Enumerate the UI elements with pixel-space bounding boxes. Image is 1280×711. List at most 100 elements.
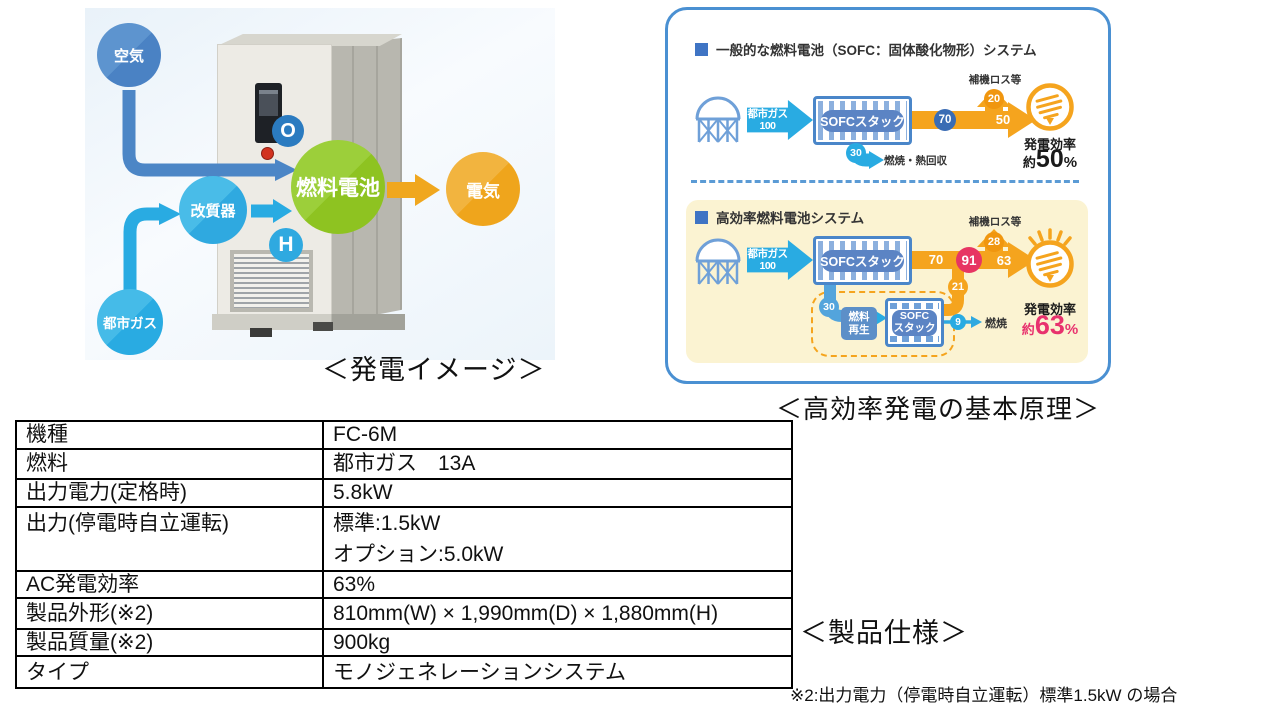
sofc-stack-label: SOFCスタック — [820, 249, 905, 272]
percent-sign: % — [1063, 154, 1078, 171]
percent-sign: % — [1064, 321, 1079, 338]
divider-dashed — [691, 180, 1079, 183]
spec-value-line2: オプション:5.0kW — [333, 543, 504, 566]
spec-label: 燃料 — [15, 448, 324, 480]
citygas-arrow-label: 都市ガス — [747, 107, 789, 120]
fuelcell-label: 燃料電池 — [296, 177, 380, 200]
fuel-cell-unit-base — [212, 314, 405, 330]
system1-title: 一般的な燃料電池（SOFC：固体酸化物形）システム — [716, 43, 1037, 58]
aux-loss-label: 補機ロス等 — [968, 216, 1022, 228]
generation-flow-arrows — [122, 90, 440, 295]
vent-grille-louvers — [234, 254, 309, 308]
efficiency-label: 発電効率 — [1023, 137, 1076, 152]
citygas-bubble: 都市ガス — [97, 289, 163, 355]
value-50: 50 — [995, 112, 1011, 127]
table-row: 機種 FC-6M — [15, 420, 793, 450]
fuel-cell-unit-foot — [313, 322, 333, 331]
table-row: 出力電力(定格時) 5.8kW — [15, 478, 793, 508]
sofc-stack2-line2: スタック — [893, 321, 936, 334]
value-9-badge: 9 — [950, 314, 966, 330]
reformer-label: 改質器 — [190, 202, 236, 220]
system2-title-row: 高効率燃料電池システム — [695, 207, 864, 227]
spec-value: モノジェネレーションシステム — [322, 655, 793, 690]
spec-value: 900kg — [322, 628, 793, 658]
efficiency-number: 63 — [1034, 310, 1065, 340]
efficiency-label: 発電効率 — [1023, 302, 1076, 317]
value-70: 70 — [928, 252, 944, 267]
spec-label: AC発電効率 — [15, 569, 324, 600]
spec-value: 標準:1.5kW オプション:5.0kW — [322, 506, 793, 572]
table-row: 燃料 都市ガス 13A — [15, 448, 793, 480]
oxygen-letter: O — [280, 119, 296, 142]
efficiency-number: 50 — [1035, 145, 1064, 173]
value-21-badge: 21 — [948, 277, 968, 297]
oxygen-badge: O — [272, 115, 304, 147]
spec-value: FC-6M — [322, 420, 793, 450]
principle-caption: ＜高効率発電の基本原理＞ — [776, 394, 1101, 424]
fuel-cell-unit-foot — [250, 328, 272, 337]
value-30-badge: 30 — [819, 297, 839, 317]
control-panel-screen — [259, 90, 278, 116]
sofc-stack-box: SOFCスタック — [813, 96, 912, 145]
spec-label: 製品質量(※2) — [15, 628, 324, 658]
spec-caption: ＜製品仕様＞ — [800, 618, 968, 648]
air-bubble: 空気 — [97, 23, 161, 87]
value-30-badge: 30 — [846, 143, 866, 163]
sofc-stack-box: SOFCスタック — [813, 236, 912, 285]
emergency-button — [261, 147, 274, 160]
value-63: 63 — [996, 253, 1012, 268]
spec-value: 63% — [322, 569, 793, 600]
bulb-glow-icon — [1026, 228, 1074, 288]
citygas-arrow-value: 100 — [759, 120, 776, 132]
electricity-bubble: 電気 — [446, 152, 520, 226]
system2-title: 高効率燃料電池システム — [716, 211, 865, 226]
spec-value: 5.8kW — [322, 478, 793, 508]
bulb-icon — [1026, 83, 1074, 131]
value-91-badge: 91 — [956, 247, 982, 273]
spec-label: タイプ — [15, 655, 324, 690]
citygas-arrow-value: 100 — [759, 260, 776, 272]
citygas-label: 都市ガス — [103, 316, 157, 331]
sofc-stack2-label: SOFC スタック — [892, 309, 937, 336]
combustion-label: 燃焼 — [985, 318, 1007, 330]
approx-sign: 約 — [1021, 322, 1035, 337]
table-row: 製品外形(※2) 810mm(W) × 1,990mm(D) × 1,880mm… — [15, 597, 793, 631]
spec-table: 機種 FC-6M 燃料 都市ガス 13A 出力電力(定格時) 5.8kW 出力(… — [15, 420, 793, 690]
efficiency-value: 約 50 % — [1012, 145, 1088, 174]
gasholder-icon — [695, 96, 741, 143]
aux-loss-label: 補機ロス等 — [968, 74, 1022, 86]
hydrogen-badge: H — [269, 228, 303, 262]
table-row: タイプ モノジェネレーションシステム — [15, 655, 793, 690]
hydrogen-letter: H — [278, 233, 294, 256]
generation-illustration: 空気 都市ガス 改質器 燃料電池 電気 O H — [85, 8, 555, 360]
system1-title-row: 一般的な燃料電池（SOFC：固体酸化物形）システム — [695, 39, 1037, 59]
footnote: ※2:出力電力（停電時自立運転）標準1.5kW の場合 — [790, 686, 1178, 705]
combustion-recovery-label: 燃焼・熱回収 — [884, 155, 947, 167]
value-70-badge: 70 — [934, 109, 956, 131]
table-row: 出力(停電時自立運転) 標準:1.5kW オプション:5.0kW — [15, 506, 793, 572]
value-28-badge: 28 — [984, 232, 1004, 252]
bullet-square-icon — [695, 42, 708, 56]
sofc-stack-label: SOFCスタック — [820, 109, 905, 132]
fuel-regen-line1: 燃料 — [848, 311, 870, 324]
spec-value: 都市ガス 13A — [322, 448, 793, 480]
electricity-label: 電気 — [466, 181, 500, 201]
spec-value-line1: 標準:1.5kW — [333, 512, 441, 535]
approx-sign: 約 — [1022, 155, 1036, 170]
bullet-square-icon — [695, 210, 708, 224]
spec-label: 機種 — [15, 420, 324, 450]
vent-grille — [230, 250, 313, 312]
citygas-arrow-label: 都市ガス — [747, 247, 789, 260]
fuel-regen-box: 燃料 再生 — [841, 307, 877, 340]
table-row: AC発電効率 63% — [15, 569, 793, 600]
spec-label: 製品外形(※2) — [15, 597, 324, 631]
sofc-stack2-box: SOFC スタック — [885, 298, 944, 347]
spec-label: 出力電力(定格時) — [15, 478, 324, 508]
fuel-regen-line2: 再生 — [848, 323, 870, 336]
table-row: 製品質量(※2) 900kg — [15, 628, 793, 658]
air-label: 空気 — [113, 47, 144, 65]
spec-value: 810mm(W) × 1,990mm(D) × 1,880mm(H) — [322, 597, 793, 631]
value-20-badge: 20 — [984, 89, 1004, 109]
spec-label: 出力(停電時自立運転) — [15, 506, 324, 572]
